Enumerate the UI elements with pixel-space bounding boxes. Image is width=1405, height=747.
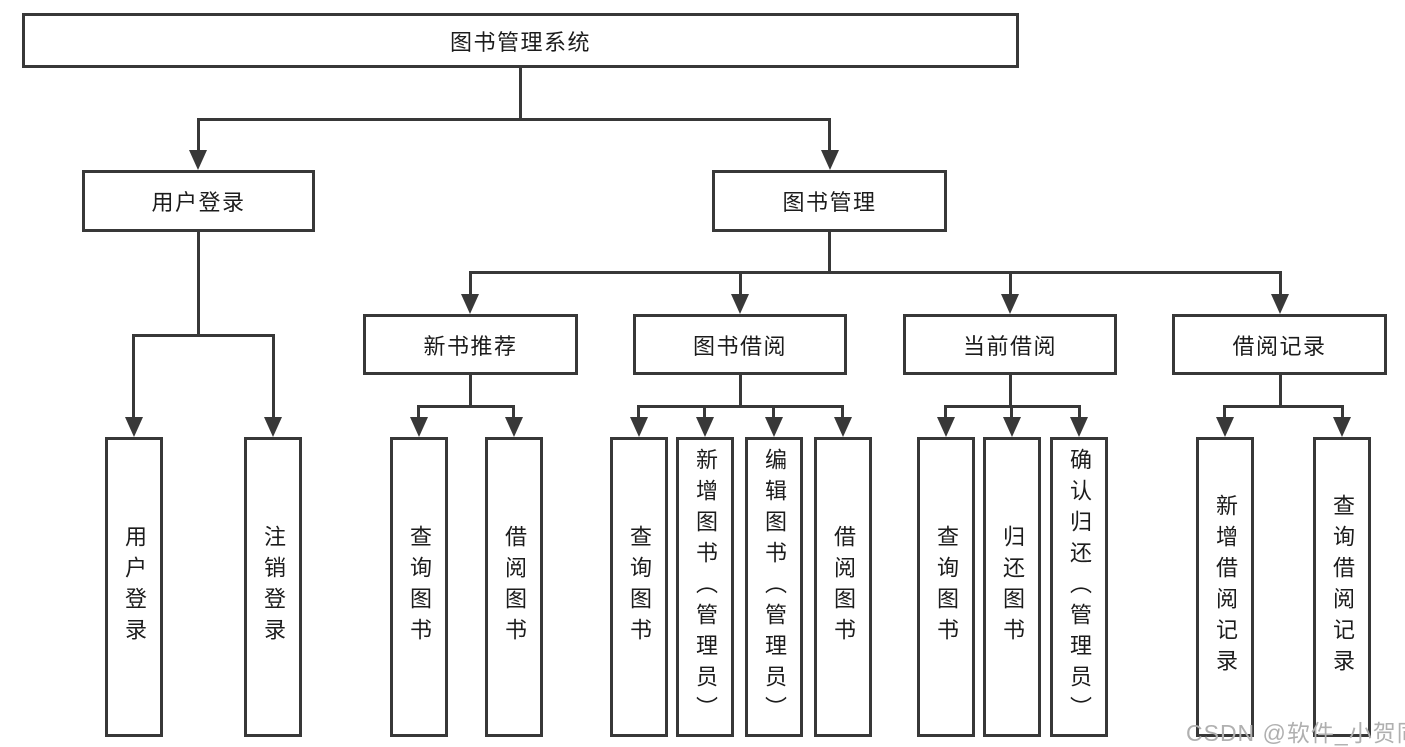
leaf-return-book: 归还图书 — [983, 437, 1041, 737]
arrow-down-icon — [1271, 294, 1289, 314]
node-user-login: 用户登录 — [82, 170, 315, 232]
arrow-down-icon — [1003, 417, 1021, 437]
leaf-edit-book-admin: 编辑图书（管理员） — [745, 437, 803, 737]
arrow-down-icon — [125, 417, 143, 437]
leaf-query-books-recommend: 查询图书 — [390, 437, 448, 737]
leaf-query-books-current: 查询图书 — [917, 437, 975, 737]
arrow-down-icon — [937, 417, 955, 437]
connector-drop-leaf — [417, 405, 420, 419]
leaf-query-borrow-record: 查询借阅记录 — [1313, 437, 1371, 737]
connector-drop-current-borrow — [1009, 271, 1012, 296]
arrow-down-icon — [505, 417, 523, 437]
connector-drop-leaf — [703, 405, 706, 419]
leaf-confirm-return-admin: 确认归还（管理员） — [1050, 437, 1108, 737]
arrow-down-icon — [731, 294, 749, 314]
leaf-add-borrow-record: 新增借阅记录 — [1196, 437, 1254, 737]
connector-trunk — [469, 375, 472, 407]
connector-drop-leaf — [1010, 405, 1013, 419]
connector-drop-new-book — [469, 271, 472, 296]
leaf-borrow-books-recommend: 借阅图书 — [485, 437, 543, 737]
node-label: 图书借阅 — [692, 333, 787, 359]
connector-drop-leaf — [1223, 405, 1226, 419]
connector-root-trunk — [519, 66, 522, 120]
connector-rail — [417, 405, 515, 408]
node-book-management: 图书管理 — [712, 170, 947, 232]
connector-drop-leaf — [1341, 405, 1344, 419]
node-label: 图书管理系统 — [449, 29, 591, 55]
arrow-down-icon — [189, 150, 207, 170]
node-label: 借阅记录 — [1232, 333, 1327, 359]
arrow-down-icon — [696, 417, 714, 437]
arrow-down-icon — [834, 417, 852, 437]
connector-drop-leaf — [637, 405, 640, 419]
arrow-down-icon — [1070, 417, 1088, 437]
connector-drop-book-borrow — [739, 271, 742, 296]
arrow-down-icon — [821, 150, 839, 170]
leaf-borrow-books-borrowing: 借阅图书 — [814, 437, 872, 737]
arrow-down-icon — [630, 417, 648, 437]
connector-drop-book-management — [828, 118, 831, 152]
leaf-logout: 注销登录 — [244, 437, 302, 737]
node-book-borrowing: 图书借阅 — [633, 314, 847, 375]
connector-drop-leaf — [272, 334, 275, 419]
node-label: 图书管理 — [782, 190, 877, 215]
connector-level3-rail — [469, 271, 1281, 274]
connector-drop-leaf — [841, 405, 844, 419]
node-label: 当前借阅 — [962, 333, 1057, 359]
leaf-add-book-admin: 新增图书（管理员） — [676, 437, 734, 737]
node-new-book-recommendation: 新书推荐 — [363, 314, 578, 375]
connector-book-management-trunk — [828, 232, 831, 273]
connector-drop-user-login — [197, 118, 200, 152]
connector-trunk — [739, 375, 742, 407]
arrow-down-icon — [461, 294, 479, 314]
arrow-down-icon — [1216, 417, 1234, 437]
arrow-down-icon — [1001, 294, 1019, 314]
node-library-management-system: 图书管理系统 — [22, 13, 1019, 68]
connector-trunk — [1009, 375, 1012, 407]
connector-user-login-trunk — [197, 232, 200, 336]
connector-user-login-rail — [132, 334, 275, 337]
node-label: 用户登录 — [151, 190, 246, 215]
arrow-down-icon — [264, 417, 282, 437]
node-current-borrowing: 当前借阅 — [903, 314, 1117, 375]
csdn-watermark: CSDN @软件_小贺同学 — [1186, 720, 1405, 746]
connector-rail — [1223, 405, 1343, 408]
node-borrowing-records: 借阅记录 — [1172, 314, 1387, 375]
arrow-down-icon — [1333, 417, 1351, 437]
arrow-down-icon — [765, 417, 783, 437]
connector-drop-leaf — [772, 405, 775, 419]
connector-drop-leaf — [1078, 405, 1081, 419]
arrow-down-icon — [410, 417, 428, 437]
connector-trunk — [1279, 375, 1282, 407]
leaf-user-login: 用户登录 — [105, 437, 163, 737]
connector-drop-leaf — [512, 405, 515, 419]
leaf-query-books-borrowing: 查询图书 — [610, 437, 668, 737]
connector-level2-rail — [197, 118, 831, 121]
node-label: 新书推荐 — [423, 333, 518, 359]
connector-rail — [637, 405, 844, 408]
connector-drop-leaf — [944, 405, 947, 419]
connector-drop-borrow-records — [1279, 271, 1282, 296]
connector-drop-leaf — [132, 334, 135, 419]
